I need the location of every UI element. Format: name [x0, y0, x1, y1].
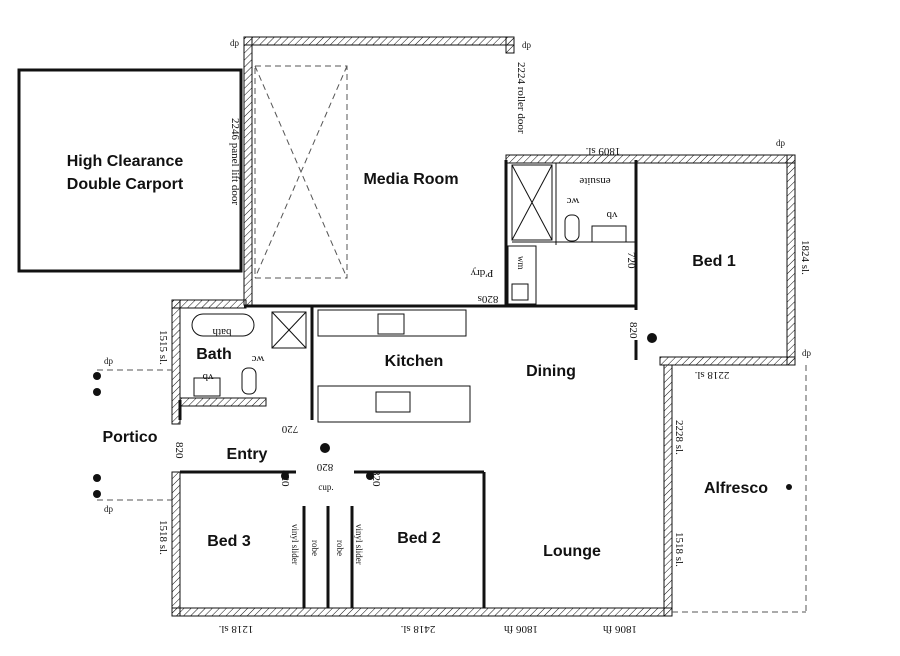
- ensuite-vb-label: vb: [606, 209, 618, 221]
- carport-label-line1: High Clearance: [67, 153, 184, 170]
- alfresco-label: Alfresco: [704, 480, 768, 497]
- bed1-right-window-label: 1824 sl.: [799, 240, 811, 275]
- kitchen-island: [317, 385, 471, 423]
- portico-post-3: [93, 474, 101, 482]
- bath-vb-label: vb: [202, 371, 214, 383]
- linen-diag2: [271, 311, 307, 349]
- cupboard-door-label: 820: [316, 461, 333, 473]
- media-room-label: Media Room: [363, 171, 458, 188]
- lounge-fh1-label: 1806 fh: [504, 623, 538, 635]
- portico-post-2: [93, 388, 101, 396]
- south-wall: [171, 607, 673, 617]
- door-cross-2: [254, 65, 348, 279]
- media-wall-left: [243, 36, 253, 306]
- laundry-box: [507, 245, 537, 305]
- vinyl-slider-right-label: vinyl slider: [354, 524, 364, 565]
- bath-wall-left: [171, 299, 181, 425]
- entry-door-label: 820: [173, 442, 185, 459]
- media-wall-right-upper: [505, 36, 515, 54]
- dp-label-4: dp: [522, 40, 532, 50]
- dp-label-6: dp: [802, 348, 812, 358]
- bath-toilet: [241, 367, 257, 395]
- ensuite-window-label: 1809 sl.: [585, 145, 620, 157]
- bath-window-label: 1515 sl.: [157, 330, 169, 365]
- robe-left-label: robe: [310, 540, 320, 556]
- bath-basin: [193, 377, 221, 397]
- kitchen-bench-back: [317, 309, 467, 337]
- pantry-door-label: 820s: [478, 293, 499, 305]
- portico-post-1: [93, 372, 101, 380]
- dp-label-2: dp: [104, 504, 114, 514]
- lounge-label: Lounge: [543, 543, 601, 560]
- lounge-right-window-label: 1518 sl.: [673, 532, 685, 567]
- dp-label-3: dp: [230, 38, 240, 48]
- entry-label: Entry: [227, 446, 268, 463]
- bath-wall-top: [171, 299, 247, 309]
- bath-wall-bottom: [179, 397, 267, 407]
- vinyl-slider-left-label: vinyl slider: [290, 524, 300, 565]
- bed1-door-label: 820: [627, 322, 639, 339]
- east-wall: [663, 364, 673, 617]
- ensuite-wc-label: wc: [566, 195, 579, 207]
- shower-diag2: [511, 164, 553, 241]
- bed2-bottom-window-label: 2418 sl.: [400, 623, 435, 635]
- bath-label: Bath: [196, 346, 232, 363]
- bed1-wall-right: [786, 154, 796, 366]
- media-wall-top: [243, 36, 515, 46]
- bed2-label: Bed 2: [397, 530, 441, 547]
- pantry-label: P'dry: [470, 267, 493, 279]
- kitchen-label: Kitchen: [385, 353, 444, 370]
- bed3-label: Bed 3: [207, 533, 251, 550]
- panel-lift-door-label: 2246 panel lift door: [229, 118, 241, 205]
- bed3-bottom-window-label: 1218 sl.: [218, 623, 253, 635]
- carport-label-line2: Double Carport: [67, 176, 184, 193]
- dining-label: Dining: [526, 363, 576, 380]
- dp-label-5: dp: [776, 138, 786, 148]
- portico-post-4: [93, 490, 101, 498]
- linen-box: [271, 311, 307, 349]
- bed1-wall-bottom: [659, 356, 796, 366]
- bath-fixture-label: bath: [212, 326, 231, 338]
- robe-right-label: robe: [335, 540, 345, 556]
- ensuite-label: ensuite: [579, 175, 610, 187]
- lounge-fh2-label: 1806 fh: [603, 623, 637, 635]
- bath-door-label: 720: [281, 423, 298, 435]
- bed1-wall-top: [505, 154, 796, 164]
- carport-outline: [17, 68, 243, 273]
- bed1-label: Bed 1: [692, 253, 736, 270]
- bed3-left-window-label: 1518 sl.: [157, 520, 169, 555]
- bathtub: [191, 313, 255, 337]
- alfresco-slider-label: 2228 sl.: [673, 420, 685, 455]
- downlight-dining: [647, 333, 657, 343]
- ensuite-door-label: 720: [625, 252, 637, 269]
- ensuite-basin: [591, 225, 627, 243]
- downlight-entry: [320, 443, 330, 453]
- bath-wc-label: wc: [251, 353, 264, 365]
- shower-box: [511, 164, 553, 241]
- portico-label: Portico: [102, 429, 157, 446]
- bed1-bottom-window-label: 2218 sl.: [694, 369, 729, 381]
- kitchen-sink: [375, 391, 411, 413]
- bed3-wall-left: [171, 471, 181, 617]
- cooktop: [377, 313, 405, 335]
- wm-box: [511, 283, 529, 301]
- dp-label-1: dp: [104, 356, 114, 366]
- downlight-bed2: [366, 472, 374, 480]
- alfresco-post: [786, 484, 792, 490]
- ensuite-toilet: [564, 214, 580, 242]
- wm-label: wm: [516, 256, 526, 270]
- panel-lift-door-outline: [254, 65, 348, 279]
- cup-label: cup.: [318, 482, 333, 492]
- downlight-bed3: [281, 472, 289, 480]
- roller-door-label: 2224 roller door: [515, 62, 527, 134]
